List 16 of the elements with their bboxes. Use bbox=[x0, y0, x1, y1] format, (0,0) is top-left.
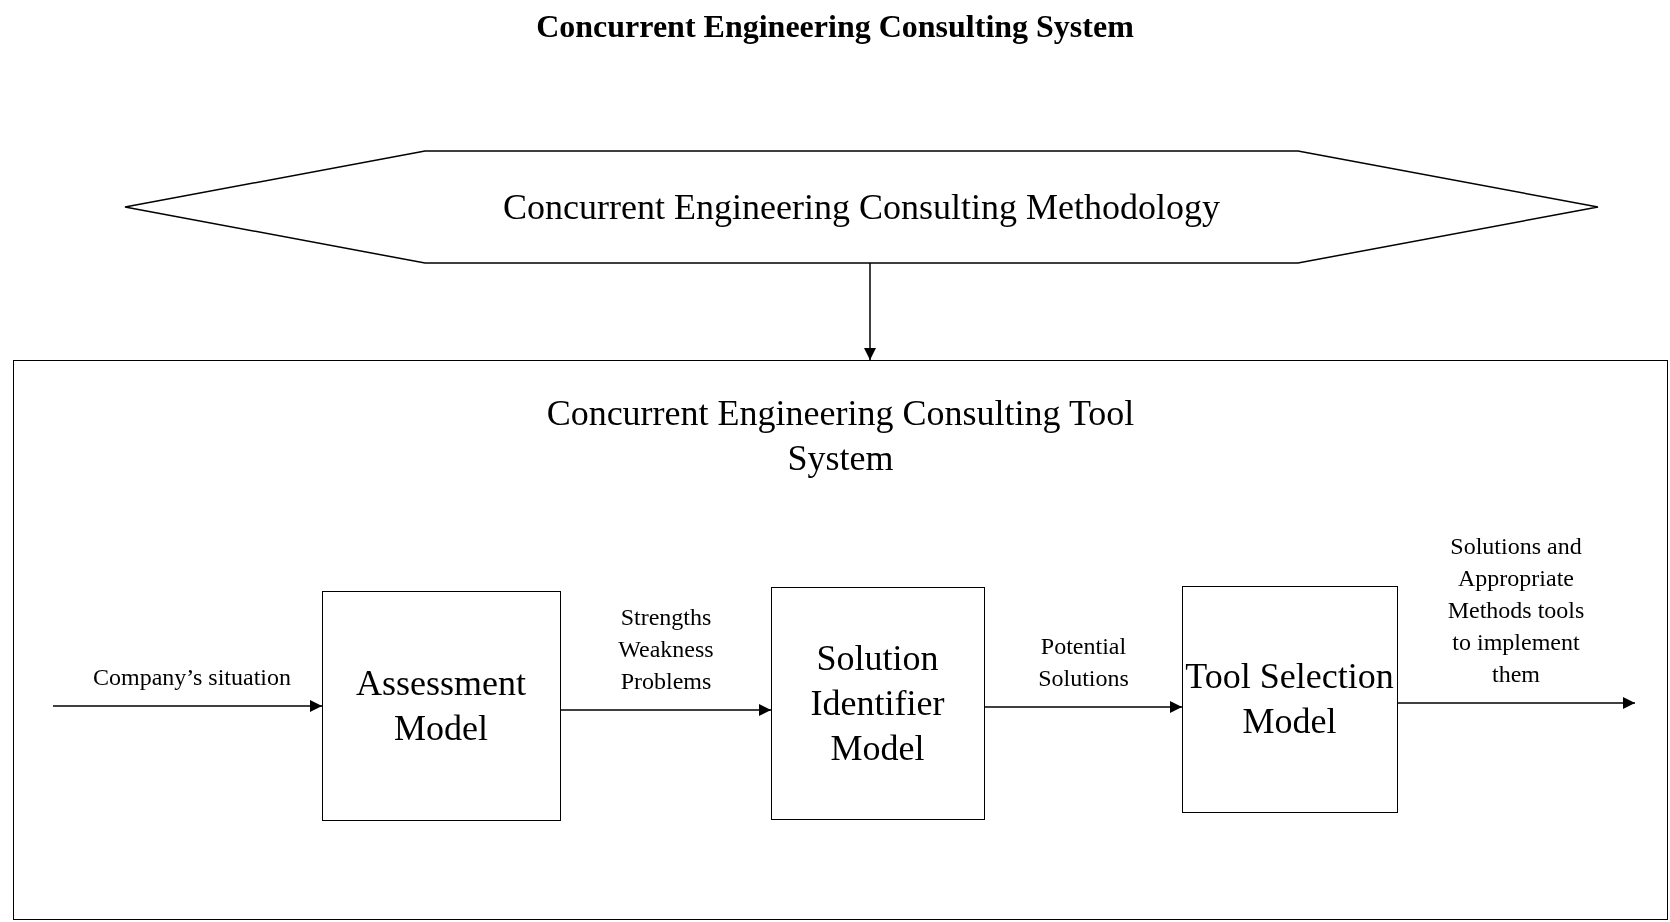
system-frame bbox=[13, 360, 1668, 920]
model-box bbox=[770, 586, 985, 820]
node-text: Assessment Model bbox=[355, 661, 527, 750]
arrow bbox=[984, 701, 1183, 713]
arrow bbox=[52, 700, 323, 712]
node-text: Solution Identifier Model bbox=[809, 636, 946, 770]
node-text: Concurrent Engineering Consulting Tool System bbox=[545, 392, 1136, 480]
model-box bbox=[321, 590, 561, 821]
arrow bbox=[1397, 697, 1636, 709]
node-text: Concurrent Engineering Consulting Methodology bbox=[503, 185, 1220, 229]
hexagon-box bbox=[125, 151, 1598, 263]
arrow bbox=[864, 262, 876, 361]
node-text: Tool Selection Model bbox=[1184, 655, 1395, 743]
model-box bbox=[1181, 585, 1398, 813]
diagram-title: Concurrent Engineering Consulting System bbox=[535, 8, 1135, 45]
arrow bbox=[560, 704, 772, 716]
